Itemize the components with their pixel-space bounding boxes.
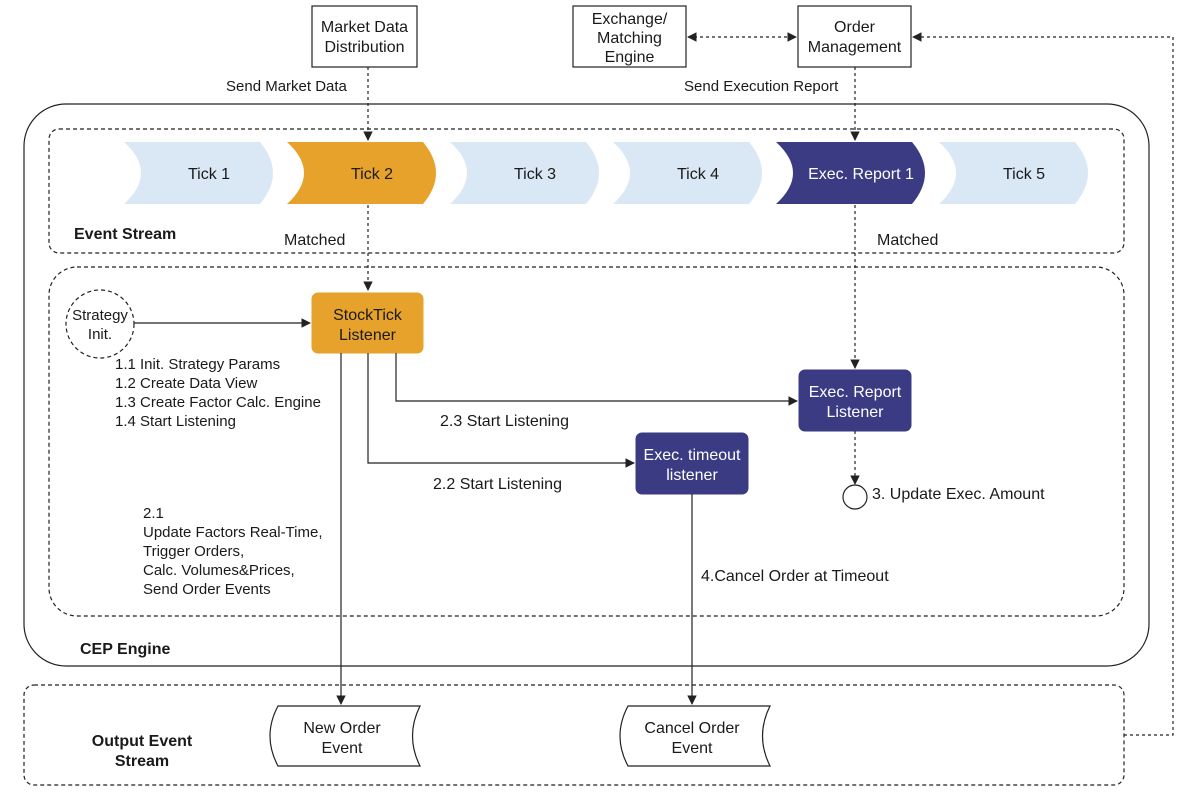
exchange-line2: Matching [597,30,662,47]
event-stream-item-4 [613,142,762,204]
matched-right-label: Matched [877,232,938,249]
output-stream-title-2: Stream [115,753,169,770]
exec-report-listener-line2: Listener [827,404,885,421]
exec-timeout-line2: listener [666,467,718,484]
strategy-line2: Init. [88,326,112,343]
output-to-order-mgmt-link [912,32,1174,736]
send-exec-report-label: Send Execution Report [684,78,839,95]
exec-timeout-line1: Exec. timeout [644,447,741,464]
event-stream-item-label-1: Tick 1 [188,166,230,183]
exchange-box [572,5,687,68]
exchange-line3: Engine [605,49,655,66]
market-data-line1: Market Data [321,19,408,36]
event-stream-title: Event Stream [74,226,176,243]
new-order-line2: Event [322,740,363,757]
order-management-box [797,5,912,68]
new-order-line1: New Order [303,720,381,737]
update-exec-amount-node [842,484,868,510]
update-exec-amount-label: 3. Update Exec. Amount [872,486,1045,503]
exchange-line1: Exchange/ [592,11,668,28]
factors-note-2: Update Factors Real-Time, [143,524,323,541]
event-stream-item-label-3: Tick 3 [514,166,556,183]
new-order-event-shape [269,705,421,767]
cancel-order-event-shape [619,705,771,767]
output-stream-title-1: Output Event [92,733,193,750]
event-stream-item-2 [287,142,436,204]
cancel-timeout-label: 4.Cancel Order at Timeout [701,568,889,585]
cancel-order-line2: Event [672,740,713,757]
stocktick-line1: StockTick [333,307,403,324]
cep-engine-container [23,103,1150,667]
event-stream-container [48,128,1125,254]
exec-report-listener-line1: Exec. Report [809,384,902,401]
event-stream-item-label-5: Exec. Report 1 [808,166,914,183]
start-listening-22-label: 2.2 Start Listening [433,476,562,493]
event-stream-item-6 [939,142,1088,204]
market-data-line2: Distribution [324,39,404,56]
start-listening-22-arrow [367,353,635,468]
send-market-data-label: Send Market Data [226,78,348,95]
stocktick-line2: Listener [339,327,397,344]
event-stream-item-label-4: Tick 4 [677,166,719,183]
factors-note-5: Send Order Events [143,581,271,598]
factors-note-3: Trigger Orders, [143,543,244,560]
strategy-line1: Strategy [72,307,128,324]
strategy-step-3: 1.3 Create Factor Calc. Engine [115,394,321,411]
event-stream-item-label-2: Tick 2 [351,166,393,183]
cep-engine-label: CEP Engine [80,641,170,658]
order-mgmt-line1: Order [834,19,876,36]
strategy-step-1: 1.1 Init. Strategy Params [115,356,280,373]
event-stream-item-3 [450,142,599,204]
start-listening-23-arrow [395,353,798,406]
factors-note-1: 2.1 [143,505,164,522]
strategy-step-4: 1.4 Start Listening [115,413,236,430]
start-listening-23-label: 2.3 Start Listening [440,413,569,430]
order-mgmt-line2: Management [808,39,902,56]
event-stream-item-1 [124,142,273,204]
strategy-step-2: 1.2 Create Data View [115,375,257,392]
matched-left-label: Matched [284,232,345,249]
event-stream-item-5 [776,142,925,204]
cancel-order-line1: Cancel Order [644,720,740,737]
market-data-box [311,5,418,68]
strategy-init-circle [65,289,135,359]
factors-note-4: Calc. Volumes&Prices, [143,562,295,579]
event-stream-item-label-6: Tick 5 [1003,166,1045,183]
